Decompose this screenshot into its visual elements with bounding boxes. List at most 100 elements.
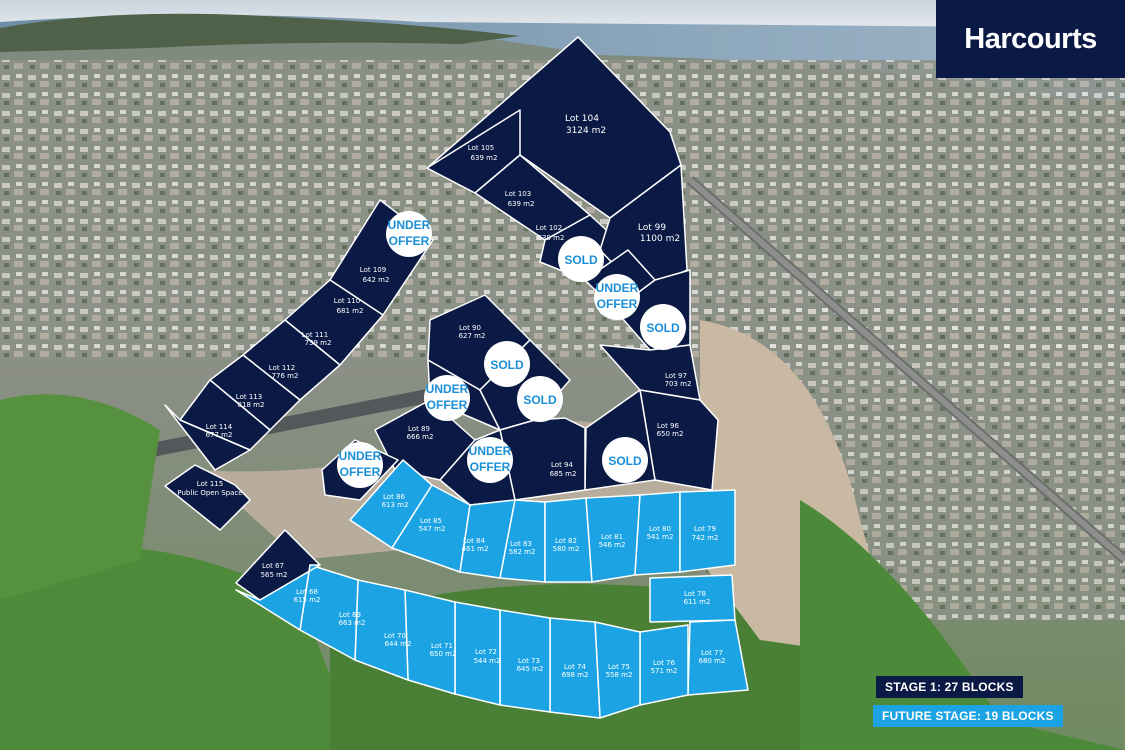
lot-label: Lot 86: [383, 493, 405, 501]
lot-label: Lot 73: [518, 657, 540, 665]
lot-label: 639 m2: [508, 200, 535, 208]
lot-label: Lot 112: [269, 364, 295, 372]
badge-label: OFFER: [340, 465, 381, 479]
logo-text: Harcourts: [964, 22, 1097, 55]
lot-label: Lot 67: [262, 562, 284, 570]
lot-label: 666 m2: [407, 433, 434, 441]
harcourts-logo: Harcourts: [936, 0, 1125, 78]
under-offer-badge[interactable]: UNDER OFFER: [337, 442, 383, 488]
lot-label: 615 m2: [294, 596, 321, 604]
lot-label: 611 m2: [684, 598, 711, 606]
lot-label: Lot 80: [649, 525, 671, 533]
lot-label: 644 m2: [385, 640, 412, 648]
lot-polygon[interactable]: [164, 404, 251, 471]
lot-label: 565 m2: [261, 571, 288, 579]
under-offer-badge[interactable]: UNDER OFFER: [424, 375, 470, 421]
lot-label: 546 m2: [599, 541, 626, 549]
lot-polygon[interactable]: [679, 489, 736, 573]
sold-badge[interactable]: SOLD: [558, 236, 604, 282]
lot-label: Lot 109: [360, 266, 386, 274]
lot-label: Lot 75: [608, 663, 630, 671]
lot-label: 627 m2: [459, 332, 486, 340]
future-stage-lots: [235, 459, 749, 719]
lot-label: 698 m2: [562, 671, 589, 679]
badge-label: UNDER: [596, 281, 639, 295]
lot-label: 677 m2: [206, 431, 233, 439]
lot-labels: Lot 104 3124 m2 Lot 105 639 m2 Lot 103 6…: [177, 114, 725, 679]
lot-label: Lot 77: [701, 649, 723, 657]
lot-label: Lot 85: [420, 517, 442, 525]
lot-label: 544 m2: [474, 657, 501, 665]
badge-label: SOLD: [523, 393, 557, 407]
lot-label: Lot 79: [694, 525, 716, 533]
lot-label: 642 m2: [363, 276, 390, 284]
lot-label: 541 m2: [647, 533, 674, 541]
lot-label: Lot 115: [197, 480, 223, 488]
under-offer-badge[interactable]: UNDER OFFER: [467, 437, 513, 483]
lot-label: 680 m2: [699, 657, 726, 665]
lot-label: Lot 99: [638, 223, 666, 233]
lot-label: Lot 76: [653, 659, 675, 667]
under-offer-badge[interactable]: UNDER OFFER: [594, 274, 640, 320]
badge-label: UNDER: [339, 449, 382, 463]
badge-label: OFFER: [470, 460, 511, 474]
lot-label: Lot 84: [463, 537, 485, 545]
lot-label: Lot 105: [468, 144, 494, 152]
badge-label: OFFER: [427, 398, 468, 412]
lot-label: Lot 90: [459, 324, 481, 332]
under-offer-badge[interactable]: UNDER OFFER: [386, 211, 432, 257]
sold-badge[interactable]: SOLD: [517, 376, 563, 422]
lot-label: 650 m2: [430, 650, 457, 658]
lot-label: 703 m2: [665, 380, 692, 388]
lot-label: 558 m2: [606, 671, 633, 679]
badge-label: UNDER: [469, 444, 512, 458]
lot-label: 639 m2: [471, 154, 498, 162]
lot-label: 571 m2: [651, 667, 678, 675]
lot-label: Lot 68: [296, 588, 318, 596]
lot-label: Lot 69: [339, 611, 361, 619]
lot-label: Lot 71: [431, 642, 453, 650]
badge-label: SOLD: [646, 321, 680, 335]
lot-label: 547 m2: [419, 525, 446, 533]
lot-label: Lot 81: [601, 533, 623, 541]
lot-label: Lot 72: [475, 648, 497, 656]
lot-label: Lot 74: [564, 663, 586, 671]
lot-label: Lot 82: [555, 537, 577, 545]
lot-polygon[interactable]: [599, 344, 701, 401]
legend-future-stage: FUTURE STAGE: 19 BLOCKS: [873, 705, 1063, 727]
lot-label: Lot 83: [510, 540, 532, 548]
badge-label: SOLD: [564, 253, 598, 267]
lot-label: Lot 78: [684, 590, 706, 598]
lot-label: 650 m2: [657, 430, 684, 438]
lot-label: Lot 97: [665, 372, 687, 380]
lot-polygon[interactable]: [235, 564, 321, 631]
lot-label: 580 m2: [553, 545, 580, 553]
lot-label: 818 m2: [238, 401, 265, 409]
badge-label: SOLD: [490, 358, 524, 372]
lot-label: Lot 111: [302, 331, 328, 339]
lot-label: 663 m2: [339, 619, 366, 627]
lot-label: Lot 110: [334, 297, 360, 305]
lot-label: Public Open Space: [177, 489, 242, 497]
lot-polygon[interactable]: [164, 464, 251, 531]
sold-badge[interactable]: SOLD: [602, 437, 648, 483]
lot-label: Lot 94: [551, 461, 573, 469]
lot-label: 3124 m2: [566, 126, 606, 136]
lot-label: 776 m2: [272, 372, 299, 380]
status-badges: UNDER OFFER SOLD UNDER OFFER SOLD SOLD U…: [337, 211, 686, 488]
lot-label: Lot 114: [206, 423, 233, 431]
lot-label: Lot 70: [384, 632, 406, 640]
lot-label: Lot 104: [565, 114, 599, 124]
lot-label: 1100 m2: [640, 234, 680, 244]
sold-badge[interactable]: SOLD: [484, 341, 530, 387]
lot-label: 582 m2: [509, 548, 536, 556]
sold-badge[interactable]: SOLD: [640, 304, 686, 350]
badge-label: UNDER: [426, 382, 469, 396]
lot-label: Lot 102: [536, 224, 562, 232]
lot-label: 461 m2: [462, 545, 489, 553]
lot-label: Lot 96: [657, 422, 679, 430]
badge-label: OFFER: [389, 234, 430, 248]
lot-label: 639 m2: [538, 234, 565, 242]
lot-label: 685 m2: [550, 470, 577, 478]
badge-label: SOLD: [608, 454, 642, 468]
